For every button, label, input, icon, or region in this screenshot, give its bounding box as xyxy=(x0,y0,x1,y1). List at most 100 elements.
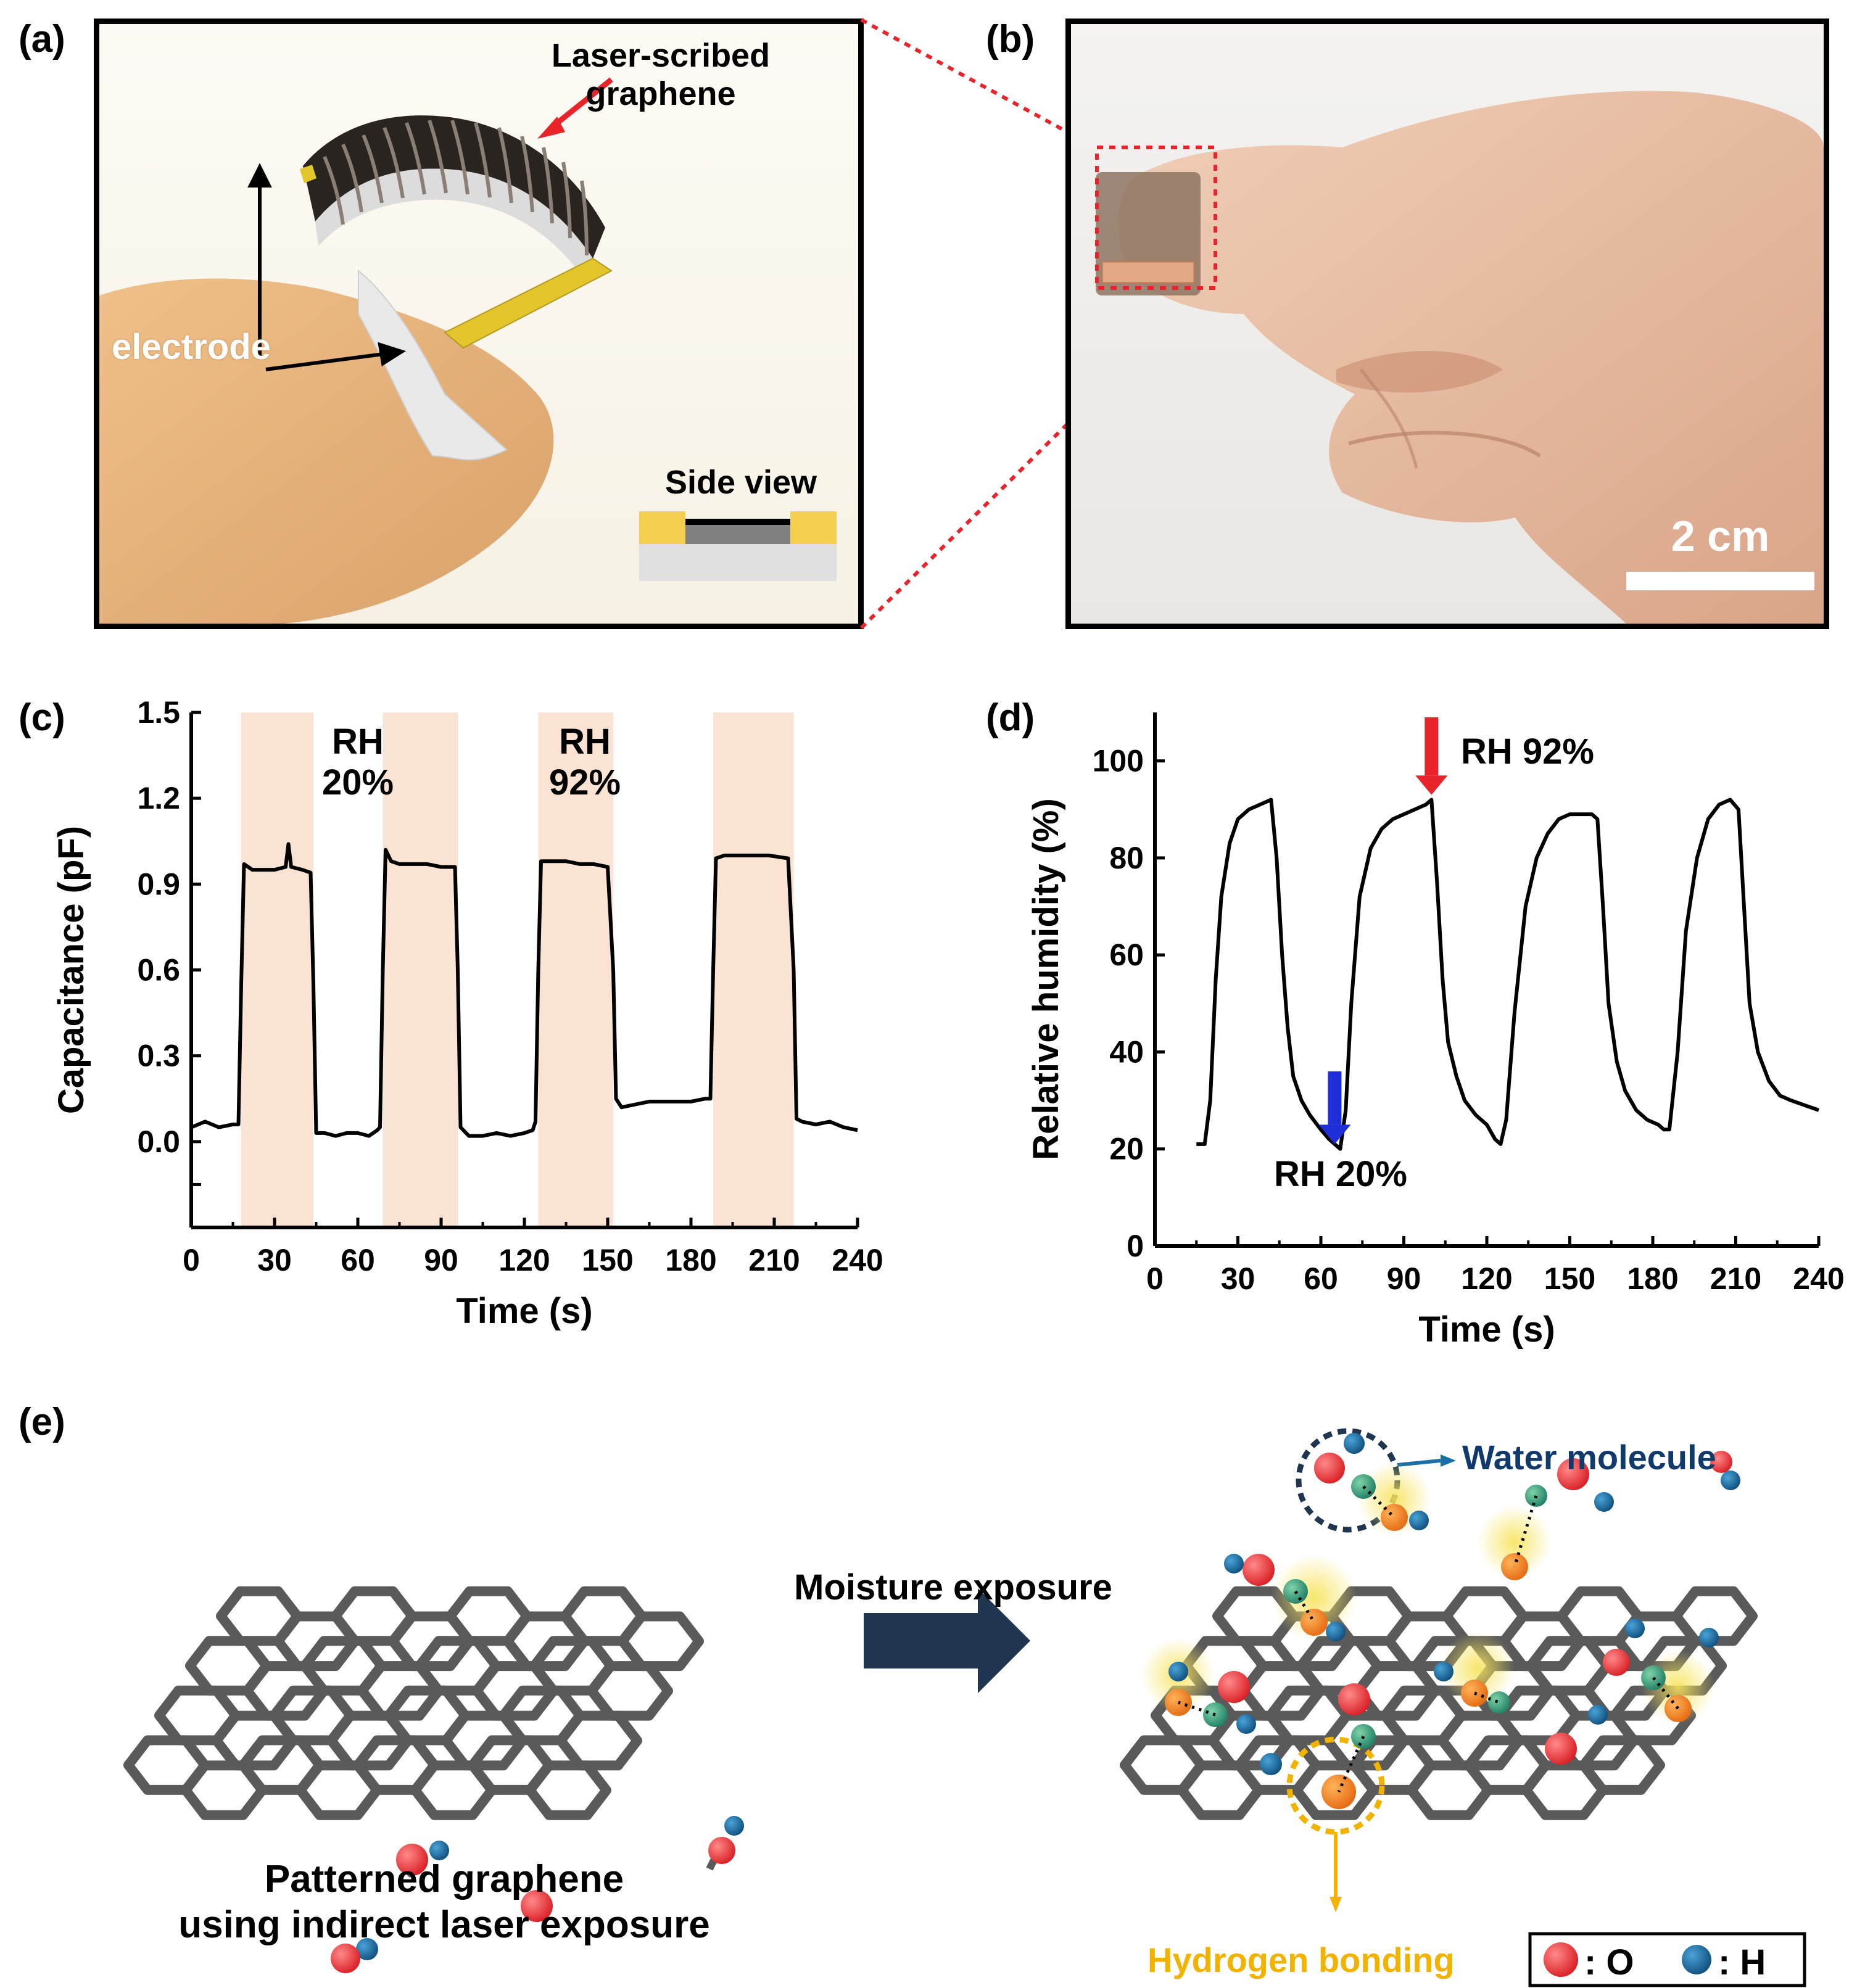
y-tick-label: 40 xyxy=(1109,1034,1144,1069)
oxygen-atom xyxy=(396,1844,428,1876)
hydrogen-atom xyxy=(724,1816,744,1836)
oxygen-atom xyxy=(331,1944,360,1973)
x-tick-label: 30 xyxy=(257,1243,292,1277)
x-tick-label: 210 xyxy=(1710,1261,1761,1296)
x-tick-label: 150 xyxy=(582,1243,633,1277)
shaded-interval xyxy=(713,712,794,1227)
hydrogen-atom xyxy=(356,1938,378,1960)
electrode-pad-right xyxy=(444,257,613,349)
rh20-blue-arrow xyxy=(1318,1071,1351,1144)
x-tick-label: 180 xyxy=(665,1243,716,1277)
x-tick-label: 0 xyxy=(183,1243,200,1277)
panel-label-e: (e) xyxy=(19,1401,65,1443)
side-view-label: Side view xyxy=(664,464,817,501)
y-tick-label: 0.3 xyxy=(137,1039,180,1073)
substrate-film xyxy=(358,269,508,461)
hexagon-ring xyxy=(1671,1586,1758,1646)
water-molecule-label: Water molecule xyxy=(1462,1438,1716,1477)
y-tick-label: 20 xyxy=(1109,1132,1144,1166)
hydrogen-bond-dotted-lines xyxy=(1178,1485,1679,1793)
y-tick-label: 80 xyxy=(1109,841,1144,875)
oxygen-atom xyxy=(1314,1453,1345,1483)
hydrogen-atom xyxy=(1344,1433,1365,1454)
shaded-interval xyxy=(383,712,458,1227)
x-tick-label: 150 xyxy=(1544,1261,1595,1296)
finger-shape xyxy=(99,278,554,624)
shaded-interval xyxy=(241,712,313,1227)
hydrogen-atom xyxy=(1326,1622,1346,1641)
oxygen-atom xyxy=(1338,1683,1370,1715)
hydrogen-atom xyxy=(1588,1705,1608,1725)
scale-bar-label: 2 cm xyxy=(1671,512,1770,560)
sensor-on-finger-illustration xyxy=(99,24,858,624)
moisture-exposure-arrow xyxy=(864,1588,1030,1693)
hydrogen-atom xyxy=(429,1841,449,1860)
data-series-line xyxy=(1196,798,1819,1151)
h-bond-oxygen xyxy=(1381,1504,1408,1531)
hexagon-ring xyxy=(1579,1735,1665,1795)
graphene-lattice-left xyxy=(123,1586,704,1820)
oxygen-atom xyxy=(1603,1649,1630,1676)
hydrogen-atom xyxy=(1409,1511,1429,1530)
rh92-red-arrow xyxy=(1415,717,1448,795)
panel-a-illustration: Laser-scribed graphene electrode Side vi… xyxy=(94,19,864,629)
x-tick-label: 240 xyxy=(1793,1261,1844,1296)
oxygen-atom xyxy=(521,1890,553,1922)
hexagon-ring xyxy=(587,1661,673,1721)
panel-label-d: (d) xyxy=(986,696,1035,739)
sensor-body xyxy=(303,115,605,258)
panel-e-illustration xyxy=(123,1428,1806,1987)
h-bond-oxygen xyxy=(1301,1609,1328,1636)
hexagon-ring xyxy=(525,1760,611,1820)
zoom-box xyxy=(1095,146,1217,290)
hydrogen-atom xyxy=(1224,1554,1244,1573)
chart-c-annotation-low-line1: RH xyxy=(332,722,384,762)
x-tick-label: 210 xyxy=(748,1243,800,1277)
legend-hydrogen-label: : H xyxy=(1718,1942,1766,1982)
y-tick-label: 0.6 xyxy=(137,953,180,988)
shaded-interval xyxy=(538,712,613,1227)
chart-d-annotation-high: RH 92% xyxy=(1461,732,1594,772)
electrode-pad-left xyxy=(300,165,316,183)
hydrogen-atom xyxy=(1699,1628,1719,1648)
oxygen-atom xyxy=(1557,1458,1589,1490)
x-tick-label: 60 xyxy=(341,1243,375,1277)
y-tick-label: 60 xyxy=(1109,938,1144,972)
panel-label-b: (b) xyxy=(986,18,1035,60)
chart-c-annotation-high-line1: RH xyxy=(559,722,611,762)
hydrogen-atom xyxy=(1594,1492,1614,1512)
patterned-graphene-caption-line1: Patterned graphene xyxy=(264,1858,624,1900)
y-axis-label: Capacitance (pF) xyxy=(51,826,91,1114)
oxygen-atom xyxy=(708,1837,735,1864)
y-tick-label: 1.5 xyxy=(137,695,180,730)
hydrogen-atom xyxy=(1625,1619,1645,1638)
functional-groups-left xyxy=(331,1816,744,1973)
chart-d-annotation-low: RH 20% xyxy=(1274,1154,1407,1194)
x-tick-label: 60 xyxy=(1304,1261,1338,1296)
electrode-label: electrode xyxy=(112,327,271,367)
lsg-label: Laser-scribed graphene xyxy=(537,36,784,113)
hydrogen-atom xyxy=(1434,1662,1454,1681)
x-tick-label: 0 xyxy=(1146,1261,1164,1296)
hydrogen-atom xyxy=(1236,1714,1256,1734)
x-tick-label: 30 xyxy=(1221,1261,1255,1296)
patterned-graphene-caption-line2: using indirect laser exposure xyxy=(178,1903,710,1946)
electrode-arrows xyxy=(247,163,407,371)
hydrogen-bonding-label: Hydrogen bonding xyxy=(1148,1941,1455,1979)
chart-c-annotation-high: RH 92% xyxy=(539,722,631,803)
chart-c-annotation-low-line2: 20% xyxy=(321,762,394,802)
oxygen-atom xyxy=(1710,1451,1732,1473)
scale-bar xyxy=(1626,572,1814,590)
x-tick-label: 120 xyxy=(1461,1261,1512,1296)
legend-hydrogen-swatch xyxy=(1682,1945,1711,1974)
y-tick-label: 0.0 xyxy=(137,1124,180,1159)
oxygen-atom xyxy=(1243,1554,1275,1586)
x-tick-label: 240 xyxy=(832,1243,883,1277)
y-tick-label: 100 xyxy=(1093,744,1144,778)
hexagon-ring xyxy=(618,1611,704,1672)
hydrogen-atom xyxy=(1260,1753,1282,1775)
hydrogen-bonding-circle xyxy=(1286,1736,1385,1835)
moisture-exposure-label: Moisture exposure xyxy=(794,1567,1112,1607)
